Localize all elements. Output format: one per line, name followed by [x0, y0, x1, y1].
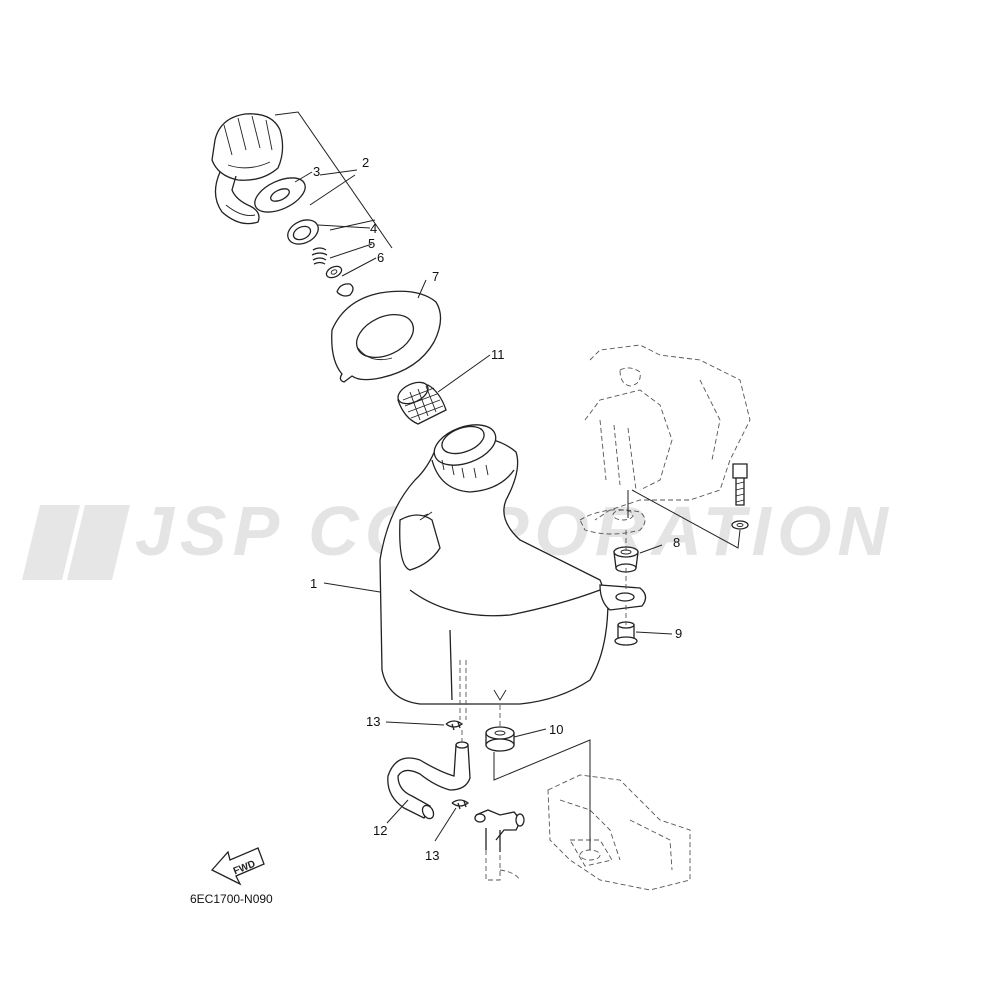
callout-4: 4	[370, 221, 377, 236]
callout-6: 6	[377, 250, 384, 265]
callout-5: 5	[368, 236, 375, 251]
fuel-tank	[379, 424, 647, 720]
filler-pad	[331, 290, 442, 383]
callout-13-lower: 13	[425, 848, 439, 863]
callout-8: 8	[673, 535, 680, 550]
mount-bolt	[731, 463, 749, 530]
cap-gasket	[254, 177, 306, 213]
fuel-hose	[387, 741, 471, 820]
callout-labels: 1 2 3 4 5 6 7 8 9 10 11 12 13 13	[310, 155, 682, 863]
engine-block-background	[547, 774, 691, 891]
mount-grommet	[613, 546, 639, 573]
callout-10: 10	[549, 722, 563, 737]
callout-12: 12	[373, 823, 387, 838]
hose-clip-upper	[445, 720, 464, 731]
reference-lines	[274, 111, 741, 850]
filler-cap	[211, 113, 284, 225]
mount-collar	[614, 621, 638, 646]
bottom-grommet	[485, 726, 515, 752]
callout-11: 11	[491, 347, 505, 362]
callout-2: 2	[362, 155, 369, 170]
retaining-ring	[336, 283, 354, 297]
callout-1: 1	[310, 576, 317, 591]
callout-3: 3	[313, 164, 320, 179]
callout-leaders	[294, 169, 673, 842]
engine-housing-background	[579, 344, 751, 535]
small-washer	[325, 265, 343, 279]
callout-13-upper: 13	[366, 714, 380, 729]
fuel-strainer	[397, 381, 447, 425]
watermark-logo	[22, 505, 130, 580]
hose-clip-lower	[451, 799, 470, 810]
callout-7: 7	[432, 269, 439, 284]
diagram-code: 6EC1700-N090	[190, 892, 273, 906]
fuel-joint	[474, 809, 525, 881]
callout-9: 9	[675, 626, 682, 641]
forward-arrow-icon: FWD	[210, 847, 265, 886]
valve-spring	[311, 247, 328, 265]
valve-housing	[287, 219, 319, 245]
